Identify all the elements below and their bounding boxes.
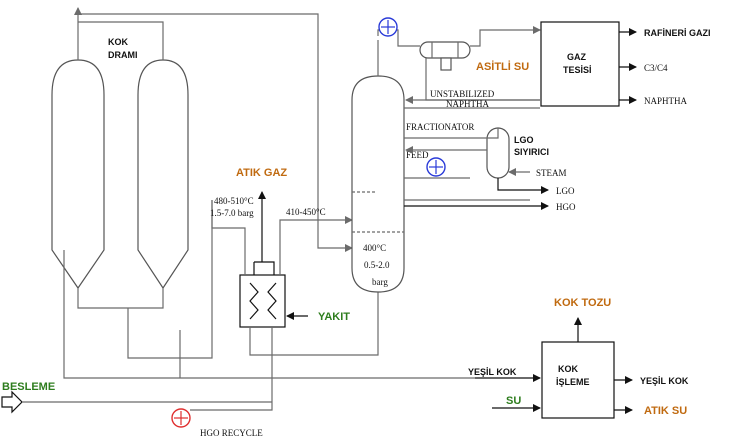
unstab-naphtha-label-2: NAPHTHA (446, 99, 490, 109)
hgo-recycle-label: HGO RECYCLE (200, 428, 263, 438)
steam-label: STEAM (536, 168, 567, 178)
reflux-drum (419, 41, 471, 71)
fractionator-cond-2: 0.5-2.0 (364, 260, 390, 270)
coke-drum-right (137, 59, 189, 290)
feed-inlet-arrow (1, 390, 272, 414)
naphtha-label: NAPHTHA (644, 96, 688, 106)
furnace-inlet-cond-2: 1.5-7.0 barg (210, 208, 254, 218)
heater-piping (190, 200, 379, 411)
fuel-label: YAKIT (318, 311, 350, 323)
drum-bottom-piping (63, 200, 475, 379)
feed-label: FEED (406, 150, 429, 160)
hgo-label: HGO (556, 202, 576, 212)
gas-plant-label-2: TESİSİ (563, 65, 592, 75)
pumparound-pump[interactable] (426, 157, 446, 177)
refinery-gas-label: RAFİNERİ GAZI (644, 28, 711, 38)
water-label: SU (506, 395, 521, 407)
coke-drum-label-1: KOK (108, 37, 129, 47)
lgo-stripper-label-2: SIYIRICI (514, 147, 549, 157)
coke-processing-label-1: KOK (558, 364, 579, 374)
waste-water-label: ATIK SU (644, 405, 687, 417)
gas-plant-label-1: GAZ (567, 52, 587, 62)
hgo-recycle-pump[interactable] (171, 408, 191, 428)
overhead-condenser-pump[interactable] (378, 17, 398, 37)
waste-gas-label: ATIK GAZ (236, 167, 287, 179)
coke-drum-label-2: DRAMI (108, 50, 138, 60)
furnace-inlet-cond-1: 480-510°C (214, 196, 254, 206)
drum-overhead-lines (74, 7, 353, 252)
feed-in-label: BESLEME (2, 381, 55, 393)
fractionator-column (351, 75, 405, 293)
coke-dust-label: KOK TOZU (554, 297, 611, 309)
lgo-stripper-label-1: LGO (514, 135, 534, 145)
gas-plant-box (540, 21, 620, 107)
unstab-naphtha-label-1: UNSTABILIZED (430, 89, 495, 99)
sour-water-label: ASİTLİ SU (476, 60, 529, 73)
coke-processing-box (541, 341, 615, 419)
green-coke-label: YEŞİL KOK (468, 367, 517, 377)
fractionator-cond-1: 400°C (363, 243, 386, 253)
transfer-temp-label: 410-450°C (286, 207, 326, 217)
lgo-stripper-piping (404, 128, 549, 210)
heater (239, 261, 286, 328)
lgo-label: LGO (556, 186, 575, 196)
c3c4-label: C3/C4 (644, 63, 668, 73)
coke-drum-left (51, 59, 105, 290)
coke-processing-label-2: İŞLEME (556, 377, 590, 387)
fractionator-cond-3: barg (372, 277, 388, 287)
fractionator-label: FRACTIONATOR (406, 122, 474, 132)
green-coke-out-label: YEŞİL KOK (640, 376, 689, 386)
